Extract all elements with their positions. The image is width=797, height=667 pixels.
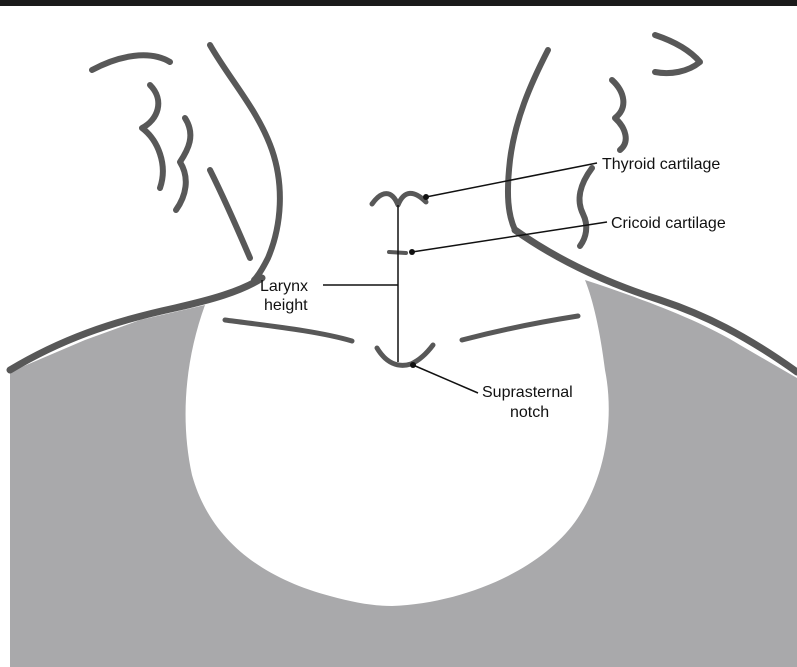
garment (10, 280, 797, 667)
larynx-height-label-line1: Larynx (260, 278, 308, 295)
left-hair-strand (92, 55, 170, 70)
thyroid-cartilage (372, 193, 426, 205)
suprasternal-leader-line (413, 365, 478, 393)
right-hair-strand (580, 168, 592, 246)
suprasternal-notch-label-line1: Suprasternal (482, 384, 573, 401)
right-clavicle (462, 316, 578, 340)
cricoid-cartilage-label: Cricoid cartilage (611, 215, 726, 232)
thyroid-leader-dot (423, 194, 429, 200)
left-hair-strand (142, 85, 163, 188)
top-border (0, 0, 797, 6)
suprasternal-notch-label-line2: notch (510, 404, 549, 421)
left-hair-strand (176, 118, 190, 210)
right-hair-strand (612, 80, 626, 150)
right-hair-strand (655, 35, 700, 73)
cricoid-leader-dot (409, 249, 415, 255)
suprasternal-notch (377, 345, 433, 365)
right-neck-line (508, 50, 548, 230)
left-clavicle (225, 320, 352, 341)
thyroid-cartilage-label: Thyroid cartilage (602, 156, 720, 173)
suprasternal-leader-dot (410, 362, 416, 368)
left-hair-strand (210, 170, 250, 258)
larynx-height-label-line2: height (264, 297, 308, 314)
